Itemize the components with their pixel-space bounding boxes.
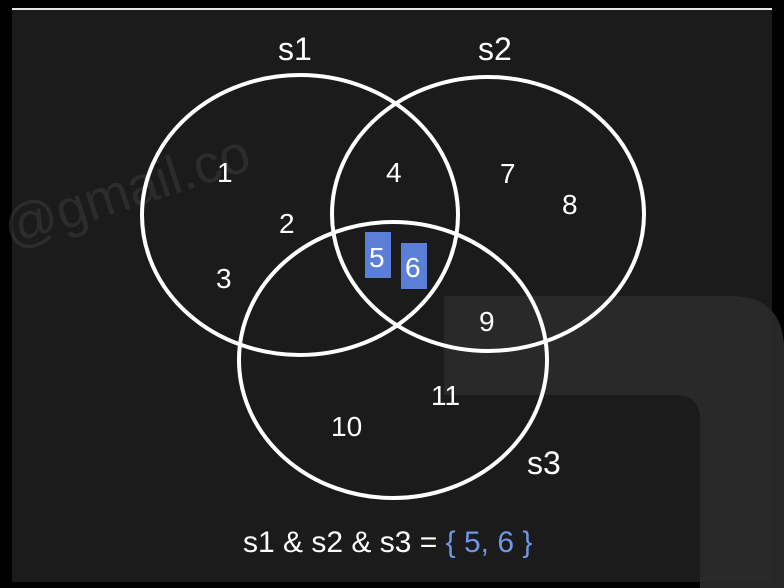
element-9: 9 [479,306,495,337]
set-label-s1: s1 [278,31,312,67]
background-decoration [444,296,784,588]
highlight-box-6 [401,243,427,289]
element-10: 10 [331,411,362,442]
element-5: 5 [369,242,385,273]
formula-result: { 5, 6 } [446,526,533,559]
set-label-s2: s2 [478,31,512,67]
set-label-s3: s3 [527,445,561,481]
element-3: 3 [216,263,232,294]
formula-expression: s1 & s2 & s3 = [243,526,446,559]
element-11: 11 [431,380,460,411]
highlight-box-5 [365,232,391,278]
element-6: 6 [405,252,421,283]
element-7: 7 [500,158,516,189]
set-circle-s2 [330,75,646,353]
element-2: 2 [279,208,295,239]
element-8: 8 [562,189,578,220]
watermark-text: @gmail.co [0,123,257,259]
element-1: 1 [217,157,233,188]
element-4: 4 [386,157,402,188]
set-circle-s3 [237,220,549,500]
intersection-formula: s1 & s2 & s3 = { 5, 6 } [243,526,532,559]
set-circle-s1 [140,73,460,357]
